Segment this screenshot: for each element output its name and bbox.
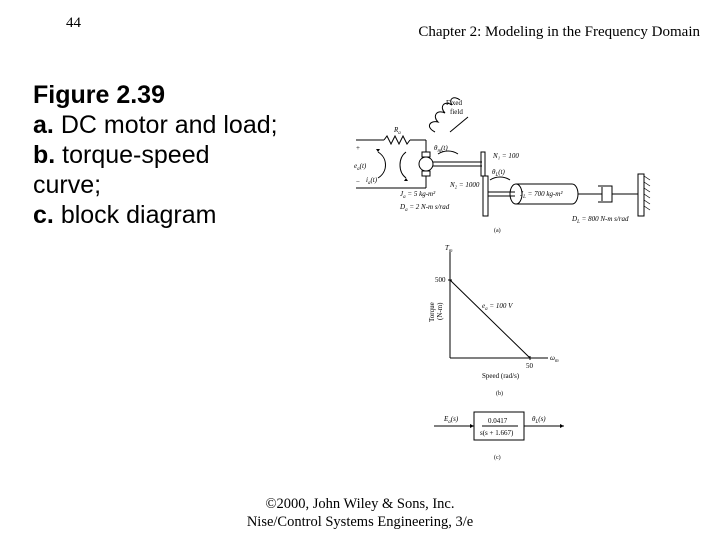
svg-text:θm(t): θm(t) [434,144,448,154]
svg-text:θL(t): θL(t) [492,168,506,178]
fixed-field-label-2: field [450,108,463,116]
x-axis-label: Speed (rad/s) [482,372,520,380]
svg-text:ia(t): ia(t) [366,176,378,186]
gear-n1 [480,151,486,177]
plus-sign: + [356,144,360,152]
chart-b-label: (b) [496,390,503,397]
dl-sub: L [576,220,580,225]
block-diagram: Ea(s) θL(s) 0.0417 s(s + 1.667) (c) [434,411,564,461]
input-sub: a [448,420,451,425]
book-line: Nise/Control Systems Engineering, 3/e [246,514,474,530]
y-axis-label: Torque [428,302,436,322]
figure-caption: Figure 2.39 a. DC motor and load; b. tor… [33,80,283,230]
input-arg: (s) [451,415,459,423]
dl-label: D [571,215,577,223]
page-number: 44 [66,15,81,31]
y-tick-label: 500 [435,276,446,284]
ia-sub: a [368,181,371,186]
svg-text:Ja = 5 kg-m²: Ja = 5 kg-m² [400,190,436,200]
input-label: E [443,415,449,423]
annotation-ea-val: = 100 V [488,302,513,310]
svg-text:Da = 2 N-m s/rad: Da = 2 N-m s/rad [399,203,450,213]
caption-item-b: b. torque-speed curve; [33,140,283,200]
x-axis-symbol: ω [550,354,555,362]
jl-sub: L [522,195,526,200]
annotation-ea-sub: a [485,307,488,312]
ja-val: = 5 kg-m² [406,190,436,198]
minus-sign: − [356,178,360,186]
n1-label: N₁ = 100 [492,152,519,160]
svg-text:JL = 700 kg-m²: JL = 700 kg-m² [520,190,563,200]
da-val: = 2 N-m s/rad [408,203,450,211]
svg-text:Ea(s): Ea(s) [443,415,459,425]
caption-text-a: DC motor and load; [60,111,278,139]
tf-numerator: 0.0417 [488,417,508,425]
field-coil-icon [428,97,461,133]
ia-label: i [366,176,368,184]
dl-val: = 800 N-m s/rad [580,215,629,223]
caption-text-b: torque-speed curve; [33,141,210,199]
jl-label: J [520,190,524,198]
armature-resistor [383,134,411,146]
da-sub: a [405,208,408,213]
theta-l-sub: L [494,173,498,178]
caption-item-c: c. block diagram [33,200,283,230]
motor-armature [418,156,434,172]
tf-denominator: s(s + 1.667) [480,429,514,437]
ea-arg: (t) [360,162,367,170]
svg-text:ea = 100 V: ea = 100 V [482,302,513,312]
theta-m-sub: m [437,149,441,154]
ja-label: J [400,190,404,198]
fixed-field-label: Fixed [446,99,462,107]
ea-sub: a [357,167,360,172]
ia-arg: (t) [370,176,377,184]
theta-m-arg: (t) [441,144,448,152]
theta-l-label: θ [492,168,496,176]
theta-l-arg: (t) [498,168,505,176]
chapter-title: Chapter 2: Modeling in the Frequency Dom… [418,24,700,40]
gear-n2 [482,175,489,217]
output-arg: (s) [538,415,546,423]
copyright-line: ©2000, John Wiley & Sons, Inc. [265,496,455,512]
y-axis-symbol-sub: m [449,249,453,254]
x-tick-label: 50 [526,362,534,370]
torque-speed-chart: Tm ωm 500 50 Speed (rad/s) Torque (N-m) … [428,244,559,397]
caption-item-a: a. DC motor and load; [33,110,283,140]
svg-text:θL(s): θL(s) [532,415,546,425]
resistor-sub: a [398,131,401,136]
output-label: θ [532,415,536,423]
y-axis-symbol: T [445,244,450,252]
ea-label: e [354,162,357,170]
caption-letter-b: b. [33,141,56,169]
caption-letter-a: a. [33,111,54,139]
dc-motor-diagram: Fixed field Ra + − ea(t) ia(t) θm(t) N₁ … [354,97,651,234]
caption-letter-c: c. [33,201,54,229]
svg-text:DL = 800 N-m s/rad: DL = 800 N-m s/rad [571,215,629,225]
svg-text:ωm: ωm [550,354,559,364]
wall [637,173,645,217]
footer: ©2000, John Wiley & Sons, Inc. Nise/Cont… [0,495,720,531]
y-axis-unit: (N-m) [436,302,444,320]
svg-text:Tm: Tm [445,244,453,254]
diagram-c-label: (c) [494,454,501,461]
n2-label: N₂ = 1000 [449,181,480,189]
ja-sub: a [403,195,406,200]
da-label: D [399,203,405,211]
svg-text:ea(t): ea(t) [354,162,367,172]
jl-val: = 700 kg-m² [526,190,563,198]
x-axis-symbol-sub: m [555,359,559,364]
svg-text:Ra: Ra [393,126,401,136]
caption-text-c: block diagram [60,201,217,229]
figure-title: Figure 2.39 [33,81,165,109]
annotation-ea: e [482,302,485,310]
torque-speed-line [449,279,531,359]
diagram-a-label: (a) [494,227,501,234]
resistor-label: R [393,126,399,134]
output-sub: L [534,420,538,425]
theta-m-label: θ [434,144,438,152]
